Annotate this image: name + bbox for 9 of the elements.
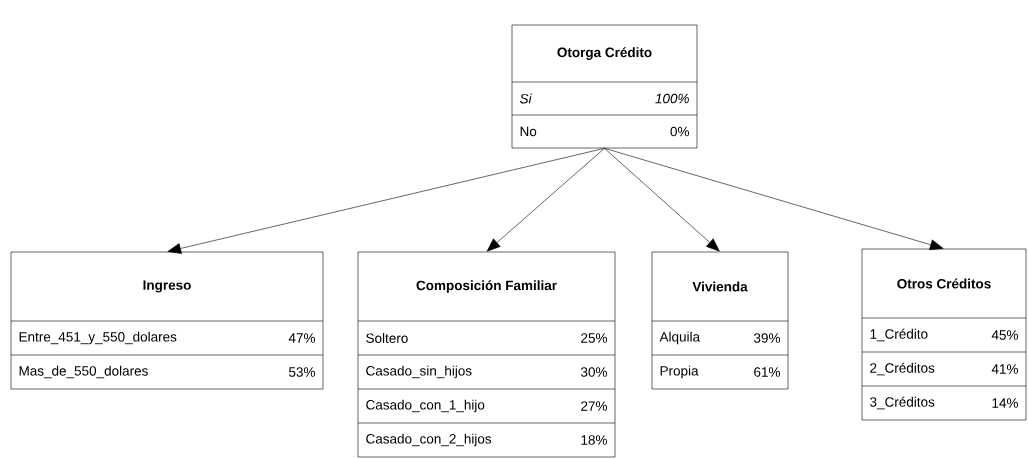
table-box: Ingreso Entre_451_y_550_dolares 47% Mas_de_550_dolares 53%: [10, 251, 324, 390]
table-box: Composición Familiar Soltero 25% Casado_sin_hijos 30% Casado_con_1_hijo 27% Casado_con_2_hijos 18%: [357, 251, 616, 458]
arrow: [604, 148, 944, 251]
arrow: [604, 148, 720, 252]
arrow: [486, 148, 605, 252]
table-box: Vivienda Alquila 39% Propia 61%: [651, 251, 789, 390]
table-box: Otorga Crédito Si 100% No 0%: [511, 24, 698, 149]
arrow: [167, 148, 605, 254]
table-box: Otros Créditos 1_Crédito 45% 2_Créditos 41% 3_Créditos 14%: [861, 248, 1027, 421]
